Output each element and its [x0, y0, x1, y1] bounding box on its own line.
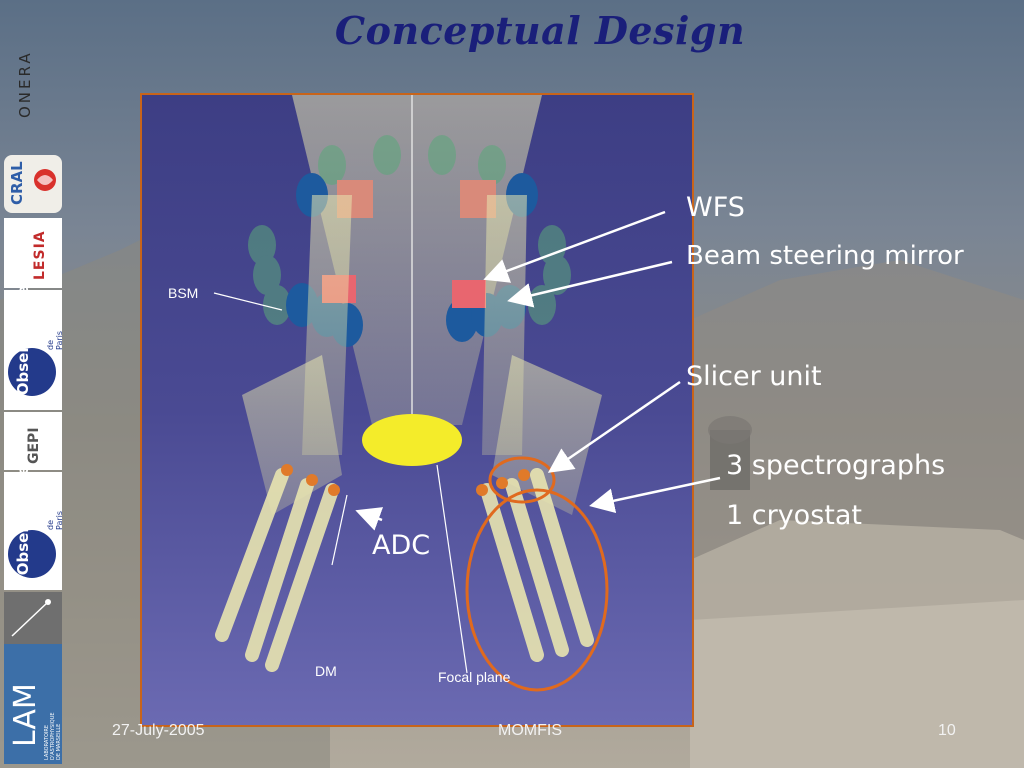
observatoire-logo-text-1: l'Observatoire [14, 285, 32, 405]
slicer-callout: Slicer unit [686, 361, 822, 392]
lam-subtitle-text: LABORATOIRE D'ASTROPHYSIQUE DE MARSEILLE [44, 712, 62, 760]
onera-logo: ONERA [14, 8, 54, 138]
dm-label: DM [315, 663, 337, 679]
page-number: 10 [938, 722, 956, 739]
observatoire-logo-text-2: l'Observatoire [14, 465, 32, 585]
instrument-render [213, 95, 609, 692]
onera-logo-text: ONERA [16, 50, 34, 118]
de-paris-text-2: de Paris [46, 510, 64, 530]
gepi-logo: GEPI [4, 412, 62, 470]
lesia-logo-text: LESIA [32, 230, 48, 280]
partner-logo-strip: ONERA CRAL LESIA l'Observatoire de Paris… [0, 0, 66, 768]
observatoire-paris-logo-2: l'Observatoire de Paris [4, 465, 64, 590]
footer-title: MOMFIS [498, 722, 562, 739]
adc-callout: ADC [372, 530, 431, 561]
observatoire-emblem-icon-2 [8, 530, 56, 578]
footer-date: 27-July-2005 [112, 722, 205, 739]
observatoire-emblem-icon [8, 348, 56, 396]
cral-logo-text: CRAL [8, 161, 26, 205]
cral-logo: CRAL [4, 155, 62, 213]
slide-title: Conceptual Design [334, 8, 746, 53]
observatoire-paris-logo-1: l'Observatoire de Paris [4, 285, 64, 410]
comet-icon [4, 592, 62, 644]
lesia-logo: LESIA [4, 218, 62, 288]
spectrographs-callout: 3 spectrographs [726, 450, 946, 481]
lam-logo: LAM LABORATOIRE D'ASTROPHYSIQUE DE MARSE… [4, 592, 62, 764]
wfs-callout: WFS [686, 192, 745, 223]
beam-steering-callout: Beam steering mirror [686, 241, 964, 271]
lam-logo-text: LAM [8, 683, 43, 747]
focal-plane-label: Focal plane [438, 669, 511, 685]
galaxy-icon [34, 169, 56, 191]
gepi-logo-text: GEPI [26, 427, 42, 464]
bsm-label: BSM [168, 285, 199, 301]
cryostat-callout: 1 cryostat [726, 500, 862, 531]
de-paris-text-1: de Paris [46, 330, 64, 350]
conceptual-design-figure: BSM DM Focal plane [140, 93, 694, 727]
